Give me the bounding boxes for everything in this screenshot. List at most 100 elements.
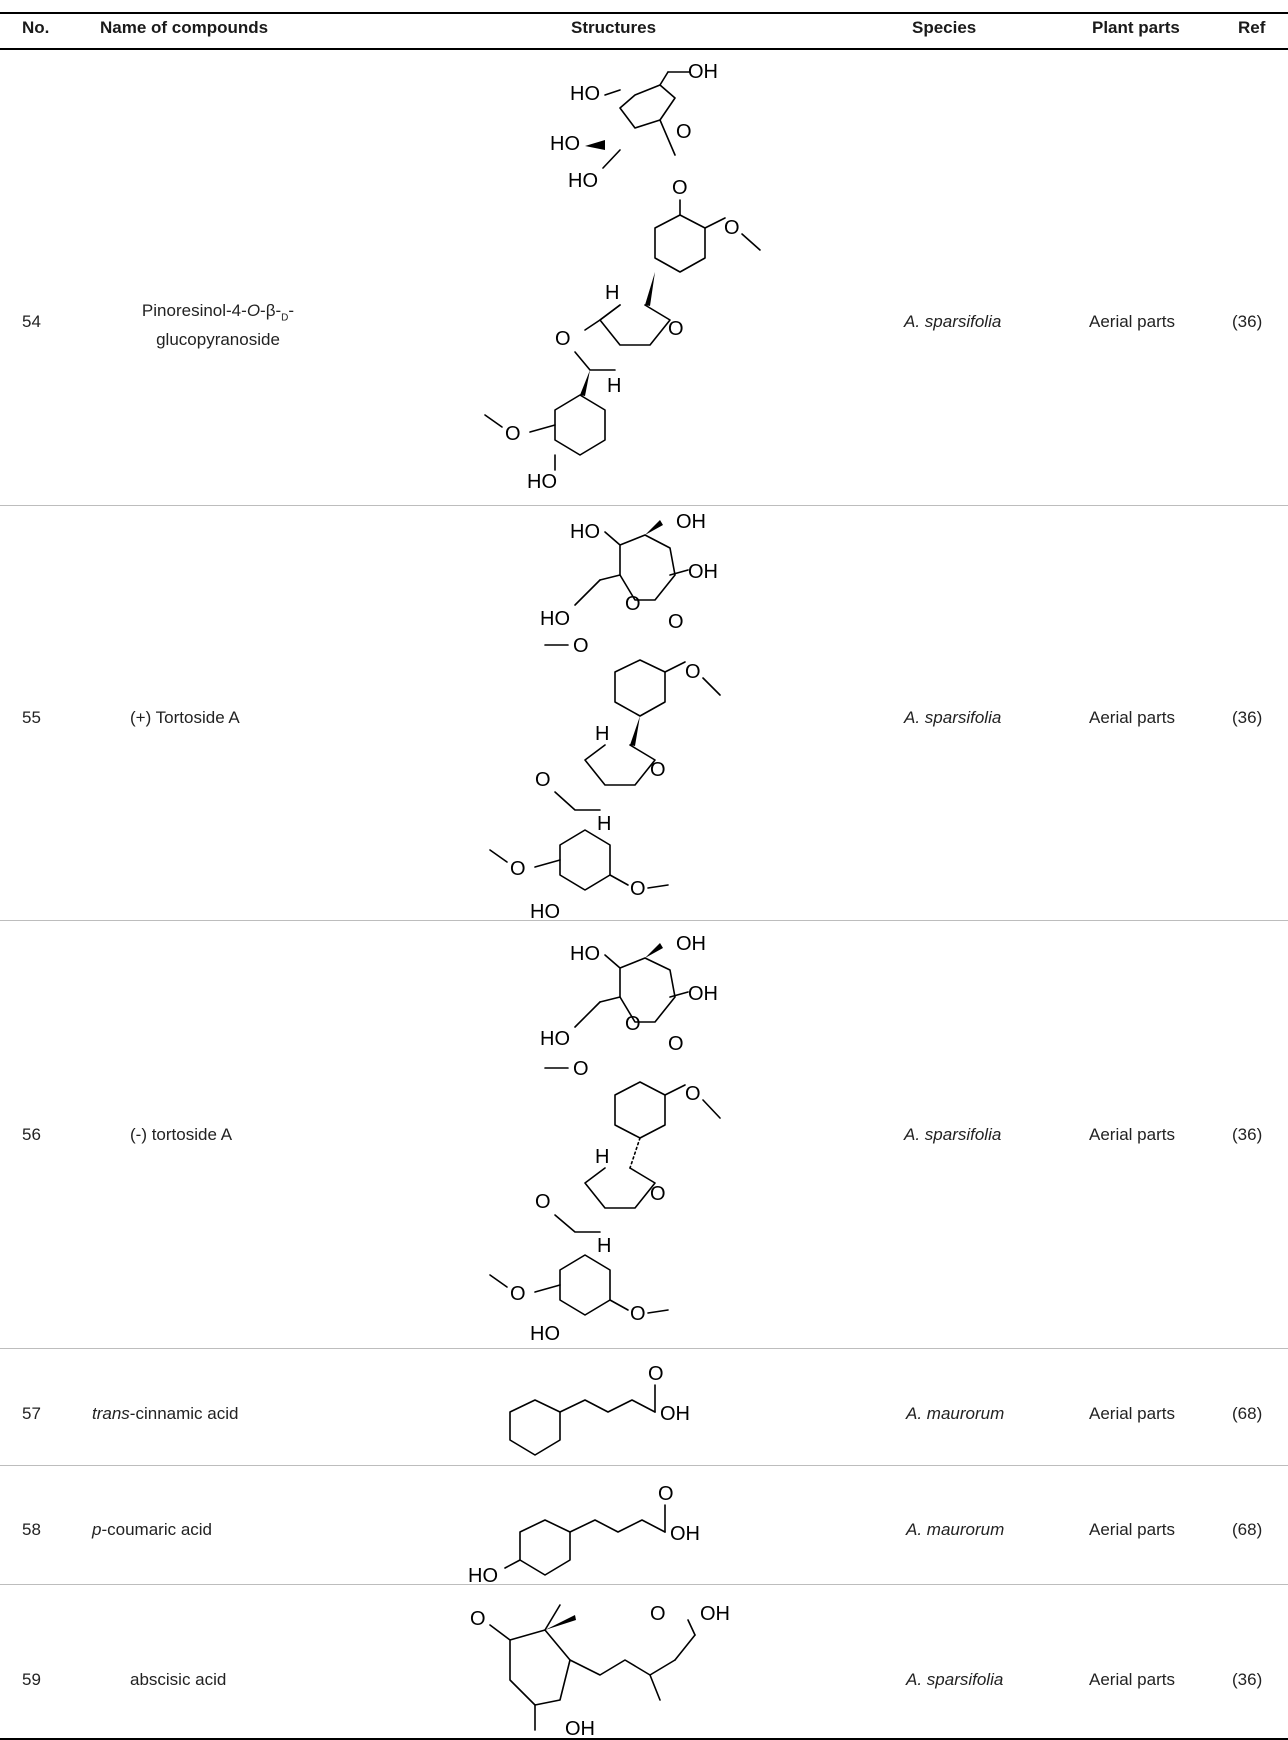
structure-59: O OH O OH xyxy=(470,1603,730,1738)
row-59-species: A. sparsifolia xyxy=(906,1670,1004,1689)
row-55-no: 55 xyxy=(22,708,41,727)
svg-text:HO: HO xyxy=(540,608,570,630)
svg-text:O: O xyxy=(648,1363,664,1385)
svg-text:HO: HO xyxy=(530,1323,560,1345)
svg-text:O: O xyxy=(630,1303,646,1325)
header-species: Species xyxy=(912,18,977,37)
svg-text:OH: OH xyxy=(565,1718,595,1738)
svg-text:O: O xyxy=(510,858,526,880)
svg-text:O: O xyxy=(630,878,646,900)
svg-text:O: O xyxy=(535,769,551,791)
svg-text:OH: OH xyxy=(670,1523,700,1545)
header-no: No. xyxy=(22,18,50,37)
svg-text:HO: HO xyxy=(527,471,557,493)
svg-text:H: H xyxy=(607,375,621,397)
svg-text:O: O xyxy=(505,423,521,445)
svg-text:O: O xyxy=(685,661,701,683)
row-54-name-line1: Pinoresinol-4-O-β-D- xyxy=(141,301,295,324)
svg-text:O: O xyxy=(676,121,692,143)
row-57-name-italic: trans xyxy=(92,1404,130,1423)
svg-text:OH: OH xyxy=(688,561,718,583)
row-sep-57 xyxy=(0,1465,1288,1466)
row-57-name: trans-cinnamic acid xyxy=(92,1404,238,1424)
row-58-plant-parts: Aerial parts xyxy=(1089,1520,1175,1539)
svg-text:H: H xyxy=(597,1235,611,1257)
row-58-name-italic: p xyxy=(92,1520,102,1539)
row-58-ref: (68) xyxy=(1232,1520,1263,1539)
svg-text:H: H xyxy=(595,723,609,745)
row-54-species: A. sparsifolia xyxy=(904,312,1002,331)
structure-54: OH HO HO HO O O O H H O O O HO xyxy=(484,61,761,493)
svg-text:O: O xyxy=(672,177,688,199)
header-structures: Structures xyxy=(571,18,657,37)
svg-text:O: O xyxy=(470,1608,486,1630)
svg-text:O: O xyxy=(573,1058,589,1080)
table-bottom-rule xyxy=(0,1738,1288,1740)
svg-text:HO: HO xyxy=(570,521,600,543)
row-56-no: 56 xyxy=(22,1125,41,1144)
header-bottom-rule xyxy=(0,48,1288,50)
row-56-ref: (36) xyxy=(1232,1125,1263,1144)
row-57-name-rest: -cinnamic acid xyxy=(129,1404,239,1423)
svg-text:HO: HO xyxy=(530,901,560,920)
row-55-plant-parts: Aerial parts xyxy=(1089,708,1175,727)
row-sep-54 xyxy=(0,505,1288,506)
svg-text:OH: OH xyxy=(676,933,706,955)
svg-text:O: O xyxy=(724,217,740,239)
row-58-name-rest: -coumaric acid xyxy=(101,1520,213,1539)
row-54-ref: (36) xyxy=(1232,312,1263,331)
row-57-no: 57 xyxy=(22,1404,41,1423)
row-sep-58 xyxy=(0,1584,1288,1585)
svg-text:OH: OH xyxy=(660,1403,690,1425)
svg-text:O: O xyxy=(658,1483,674,1505)
header-name: Name of compounds xyxy=(100,18,269,37)
row-58-species: A. maurorum xyxy=(906,1520,1005,1539)
row-55-name: (+) Tortoside A xyxy=(130,708,240,727)
row-57-plant-parts: Aerial parts xyxy=(1089,1404,1175,1423)
svg-text:HO: HO xyxy=(570,943,600,965)
svg-text:HO: HO xyxy=(568,170,598,192)
header-plant-parts: Plant parts xyxy=(1092,18,1180,37)
svg-text:H: H xyxy=(597,813,611,835)
svg-text:OH: OH xyxy=(700,1603,730,1625)
svg-text:O: O xyxy=(650,1183,666,1205)
svg-text:O: O xyxy=(650,1603,666,1625)
svg-text:HO: HO xyxy=(550,133,580,155)
svg-text:O: O xyxy=(668,318,684,340)
row-sep-56 xyxy=(0,1348,1288,1349)
table-top-rule xyxy=(0,12,1288,14)
svg-text:H: H xyxy=(605,282,619,304)
row-59-no: 59 xyxy=(22,1670,41,1689)
svg-text:OH: OH xyxy=(688,61,718,83)
svg-text:O: O xyxy=(573,635,589,657)
row-58-no: 58 xyxy=(22,1520,41,1539)
row-59-name: abscisic acid xyxy=(130,1670,227,1689)
row-58-name: p-coumaric acid xyxy=(92,1520,212,1540)
row-56-species: A. sparsifolia xyxy=(904,1125,1002,1144)
row-54-no: 54 xyxy=(22,312,41,331)
row-55-ref: (36) xyxy=(1232,708,1263,727)
row-sep-55 xyxy=(0,920,1288,921)
svg-text:O: O xyxy=(555,328,571,350)
svg-text:O: O xyxy=(625,593,641,615)
svg-text:OH: OH xyxy=(688,983,718,1005)
row-55-species: A. sparsifolia xyxy=(904,708,1002,727)
svg-text:HO: HO xyxy=(468,1565,498,1582)
row-59-ref: (36) xyxy=(1232,1670,1263,1689)
svg-text:O: O xyxy=(535,1191,551,1213)
svg-text:O: O xyxy=(510,1283,526,1305)
row-57-species: A. maurorum xyxy=(906,1404,1005,1423)
structure-58: O OH HO xyxy=(468,1483,700,1582)
svg-text:H: H xyxy=(595,1146,609,1168)
row-56-name: (-) tortoside A xyxy=(130,1125,233,1144)
svg-text:O: O xyxy=(668,1033,684,1055)
header-ref: Ref xyxy=(1238,18,1266,37)
svg-text:O: O xyxy=(625,1013,641,1035)
row-59-plant-parts: Aerial parts xyxy=(1089,1670,1175,1689)
row-54-name-line2: glucopyranoside xyxy=(156,330,280,350)
structure-57: O OH xyxy=(509,1363,690,1456)
svg-text:O: O xyxy=(685,1083,701,1105)
row-56-plant-parts: Aerial parts xyxy=(1089,1125,1175,1144)
